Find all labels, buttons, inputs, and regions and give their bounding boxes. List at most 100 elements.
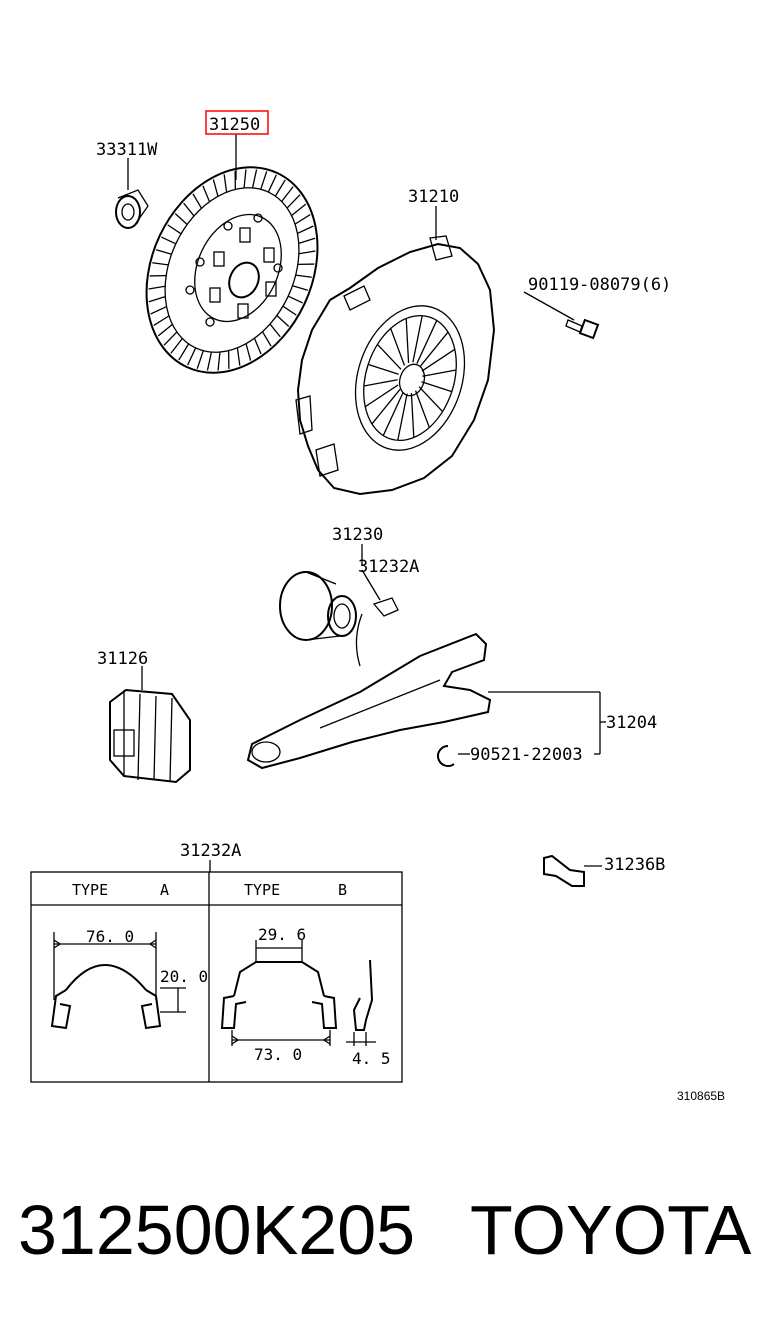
drawing-reference: 310865B <box>677 1089 725 1103</box>
type-a-height: 20. 0 <box>160 967 208 986</box>
disc-lining-tick <box>292 285 309 291</box>
label-31230[interactable]: 31230 <box>332 525 383 545</box>
clip-table <box>30 871 403 1083</box>
diaphragm-finger <box>390 328 406 366</box>
type-a-letter: A <box>160 881 169 899</box>
disc-lining-tick <box>148 296 166 303</box>
disc-lining-tick <box>267 174 277 193</box>
disc-lining-tick <box>294 214 311 225</box>
disc-lining-tick <box>155 249 172 255</box>
disc-lining-tick <box>187 347 197 366</box>
type-b-bottom-width: 73. 0 <box>254 1045 302 1064</box>
disc-lining-tick <box>261 331 272 347</box>
disc-lining-tick <box>245 343 252 361</box>
disc-lining-tick <box>206 351 213 371</box>
disc-lining-tick <box>236 347 241 366</box>
highlight-box <box>205 110 269 135</box>
disc-lining-tick <box>167 224 182 235</box>
disc-lining-tick <box>157 323 173 337</box>
label-31232a-top[interactable]: 31232A <box>358 557 419 577</box>
diaphragm-finger <box>376 343 402 370</box>
disc-lining-tick <box>251 169 258 189</box>
snap-ring-drawing <box>437 745 455 767</box>
disc-lining-tick <box>202 185 211 203</box>
diaphragm-finger <box>364 384 399 408</box>
diaphragm-finger <box>418 386 444 413</box>
type-a-width: 76. 0 <box>86 927 134 946</box>
disc-lining-tick <box>298 250 316 255</box>
disc-lining-tick <box>192 193 203 209</box>
diaphragm-finger <box>419 331 449 368</box>
label-31204[interactable]: 31204 <box>606 713 657 733</box>
disc-lining-tick <box>217 351 221 371</box>
diaphragm-finger <box>382 392 404 436</box>
disc-lining-tick <box>295 274 312 278</box>
diaphragm-finger <box>363 379 398 387</box>
type-b-thickness: 4. 5 <box>352 1049 391 1068</box>
label-31236b[interactable]: 31236B <box>604 855 665 875</box>
disc-lining-tick <box>161 236 177 245</box>
diaphragm-finger <box>421 348 456 372</box>
disc-lining-tick <box>212 179 219 197</box>
disc-lining-tick <box>243 169 247 189</box>
disc-lining-tick <box>287 295 303 304</box>
disc-lining-tick <box>163 331 178 346</box>
disc-lining-tick <box>178 343 190 361</box>
brand-name: TOYOTA <box>470 1191 752 1269</box>
label-90119[interactable]: 90119-08079(6) <box>528 275 671 295</box>
diaphragm-finger <box>371 388 401 425</box>
type-b-top-width: 29. 6 <box>258 925 306 944</box>
diaphragm-finger <box>421 381 453 393</box>
pilot-bearing-drawing <box>115 189 149 229</box>
diaphragm-finger <box>367 363 399 375</box>
diaphragm-finger <box>412 315 423 363</box>
pivot-drawing <box>543 854 585 887</box>
diaphragm-finger <box>422 369 457 377</box>
disc-lining-tick <box>148 285 166 290</box>
type-b-label: TYPE <box>244 881 280 899</box>
disc-lining-tick <box>282 305 297 316</box>
label-31126[interactable]: 31126 <box>97 649 148 669</box>
disc-lining-tick <box>196 350 204 369</box>
release-fork-drawing <box>246 632 492 770</box>
label-31210[interactable]: 31210 <box>408 187 459 207</box>
type-a-clip-drawing <box>50 932 186 1030</box>
diaphragm-finger <box>397 393 408 441</box>
diaphragm-finger <box>410 392 415 438</box>
disc-lining-tick <box>298 237 316 244</box>
clip-drawing <box>355 597 399 667</box>
label-33311w[interactable]: 33311W <box>96 140 158 160</box>
disc-lining-tick <box>281 186 294 202</box>
clutch-disc-drawing <box>145 166 319 374</box>
disc-lining-tick <box>183 202 195 217</box>
label-90521[interactable]: 90521-22003 <box>470 745 583 765</box>
clutch-cover-drawing <box>295 235 496 496</box>
disc-lining-tick <box>174 213 188 225</box>
type-b-clip-drawing <box>220 940 376 1046</box>
disc-lining-tick <box>286 194 301 209</box>
leader-31232a-top <box>361 569 381 601</box>
label-31232a-table[interactable]: 31232A <box>180 841 241 861</box>
release-bearing-drawing <box>279 571 357 641</box>
diaphragm-finger <box>416 320 438 364</box>
disc-lining-tick <box>152 262 169 266</box>
label-31250[interactable]: 31250 <box>209 115 260 135</box>
disc-lining-tick <box>291 203 307 217</box>
disc-lining-tick <box>274 179 286 197</box>
diaphragm-finger <box>414 390 430 428</box>
disc-lining-tick <box>253 337 262 355</box>
disc-lining-tick <box>260 171 268 190</box>
leader-90119 <box>523 291 575 321</box>
boot-drawing <box>109 688 191 784</box>
disc-lining-tick <box>153 315 170 326</box>
disc-lining-tick <box>269 323 281 338</box>
disc-lining-tick <box>297 225 314 235</box>
disc-lining-tick <box>150 305 167 315</box>
part-number: 312500K205 <box>18 1191 416 1269</box>
disc-lining-tick <box>276 315 290 327</box>
type-a-label: TYPE <box>72 881 108 899</box>
bolt-drawing <box>565 318 600 340</box>
diaphragm-finger <box>405 318 410 364</box>
type-b-letter: B <box>338 881 347 899</box>
